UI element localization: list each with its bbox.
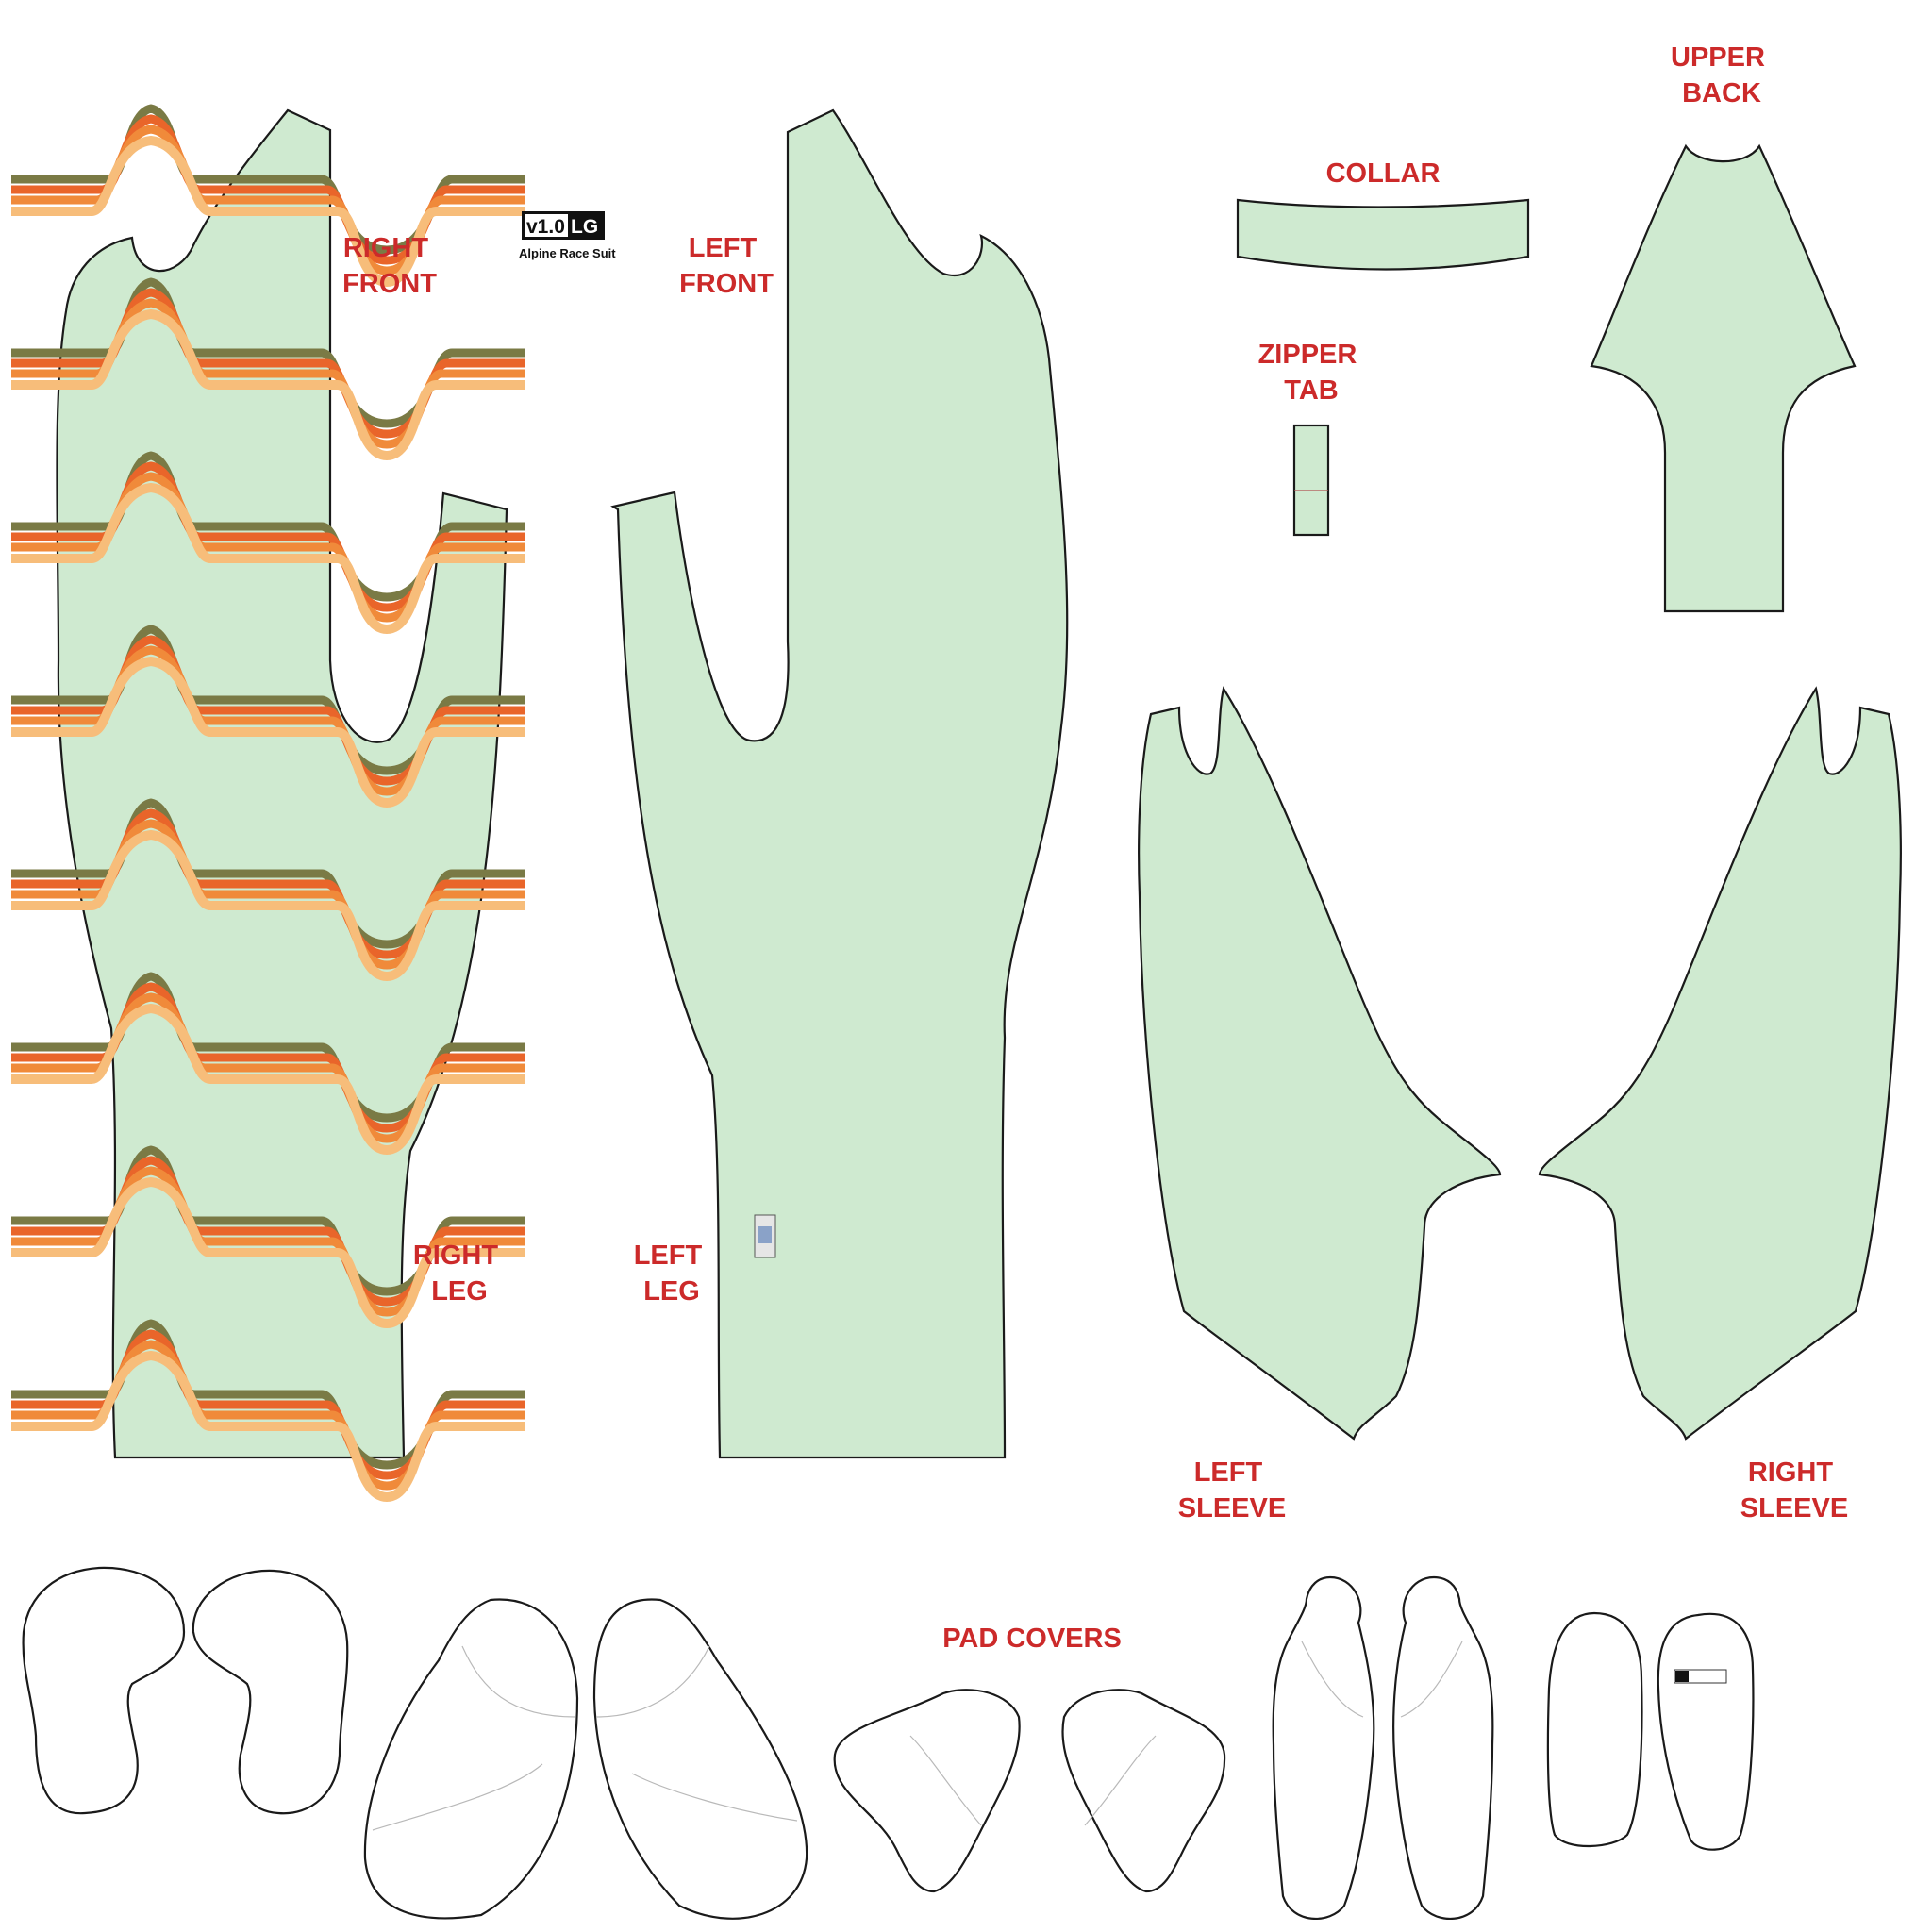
pad-cover-elbow-left [1546,1611,1643,1848]
collar-piece [1236,198,1530,271]
left-front-leg-piece [610,108,1069,1459]
label-left-leg: LEFT LEG [634,1241,710,1307]
label-collar: COLLAR [1326,158,1441,189]
right-sleeve-piece [1538,686,1902,1441]
stripe-band-7-3 [11,1351,525,1502]
pad-cover-shoulder-left [22,1566,186,1815]
stripe-band-3-3 [11,657,525,808]
stripe-band-4-3 [11,830,525,981]
label-right-front: RIGHT FRONT [342,233,437,299]
label-pad-covers: PAD COVERS [942,1624,1122,1654]
zipper-tab-piece [1292,424,1330,537]
label-right-leg: RIGHT LEG [413,1241,506,1307]
pad-cover-shin-right [1392,1575,1494,1920]
pad-cover-shoulder-right [192,1569,349,1815]
stripe-graphics [11,104,525,1502]
pad-cover-shin-left [1272,1575,1375,1920]
upper-back-piece [1590,143,1857,613]
pad-cover-elbow-right [1657,1612,1755,1851]
pad-cover-knee-right [1061,1689,1226,1893]
label-left-front: LEFT FRONT [679,233,774,299]
stripe-band-0-3 [11,136,525,287]
left-sleeve-piece [1138,686,1502,1441]
product-name: Alpine Race Suit [519,246,616,260]
stripe-band-6-3 [11,1177,525,1328]
stripe-band-1-3 [11,309,525,460]
label-right-sleeve: RIGHT SLEEVE [1740,1457,1848,1524]
pad-covers-group [22,1566,1755,1920]
version-badge: v1.0 LG Alpine Race Suit [519,211,616,260]
pad-cover-hip-left [363,1598,579,1920]
stripe-band-2-3 [11,483,525,634]
pad-cover-hip-right [592,1598,808,1920]
label-left-sleeve: LEFT SLEEVE [1178,1457,1286,1524]
pad-cover-knee-left [833,1689,1021,1893]
version-text: v1.0 [526,216,565,238]
size-text: LG [571,216,598,238]
stripe-band-5-3 [11,1004,525,1155]
label-upper-back: UPPER BACK [1671,42,1773,108]
label-zipper-tab: ZIPPER TAB [1258,340,1365,406]
